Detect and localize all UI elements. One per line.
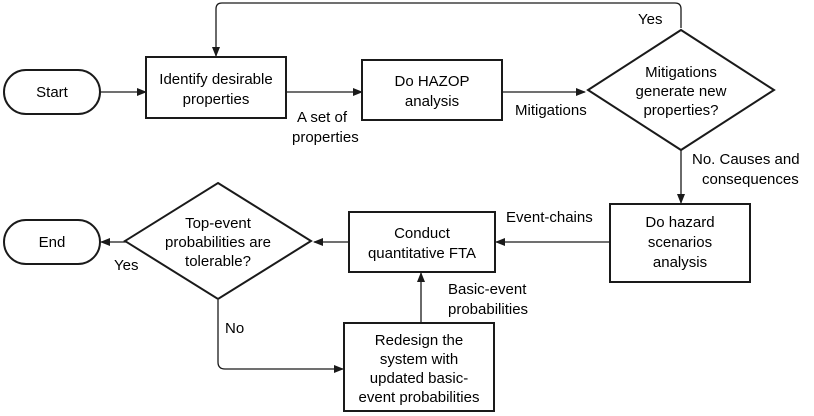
identify-properties-label-line2: properties [183,91,250,108]
hazard-scenarios-label-line3: analysis [653,254,707,271]
top-event-decision-line2: probabilities are [165,234,271,251]
top-event-decision-line1: Top-event [185,215,252,232]
end-label: End [39,234,66,251]
edge-no-to-redesign [217,300,344,373]
hazard-scenarios-node: Do hazard scenarios analysis [609,203,751,283]
edge-label-event-chains: Event-chains [506,209,593,226]
top-event-decision-line3: tolerable? [185,253,251,270]
mitigations-decision-line1: Mitigations [645,64,717,81]
redesign-system-label-line4: event probabilities [359,389,480,406]
edge-label-mitigations: Mitigations [515,102,587,119]
mitigations-decision-node: Mitigations generate new properties? [586,28,776,152]
edge-yes-loop [212,2,682,57]
edge-label-yes-loop: Yes [638,11,662,28]
quantitative-fta-label-line1: Conduct [394,225,451,242]
redesign-system-label-line1: Redesign the [375,332,463,349]
identify-properties-node: Identify desirable properties [145,56,287,119]
redesign-system-label-line2: system with [380,351,458,368]
edge-label-basic-event-line2: probabilities [448,301,528,318]
redesign-system-label-line3: updated basic- [370,370,468,387]
hazop-analysis-label-line1: Do HAZOP [394,73,469,90]
hazard-scenarios-label-line1: Do hazard [645,214,714,231]
mitigations-decision-line3: properties? [643,102,718,119]
hazop-analysis-label-line2: analysis [405,93,459,110]
hazop-analysis-node: Do HAZOP analysis [361,59,503,121]
quantitative-fta-node: Conduct quantitative FTA [348,211,496,273]
identify-properties-label-line1: Identify desirable [159,71,272,88]
hazard-scenarios-label-line2: scenarios [648,234,712,251]
edge-label-no-causes-line1: No. Causes and [692,151,800,168]
edge-label-no-redesign: No [225,320,244,337]
top-event-decision-node: Top-event probabilities are tolerable? [123,181,313,301]
edge-label-set-of-properties-line2: properties [292,129,359,146]
redesign-system-node: Redesign the system with updated basic- … [343,322,495,412]
edge-label-basic-event-line1: Basic-event [448,281,527,298]
start-node: Start [3,69,101,115]
quantitative-fta-label-line2: quantitative FTA [368,245,476,262]
start-label: Start [36,84,69,101]
edge-label-set-of-properties-line1: A set of [297,109,348,126]
edge-label-yes-end: Yes [114,257,138,274]
end-node: End [3,219,101,265]
edge-label-no-causes-line2: consequences [702,171,799,188]
mitigations-decision-line2: generate new [636,83,727,100]
